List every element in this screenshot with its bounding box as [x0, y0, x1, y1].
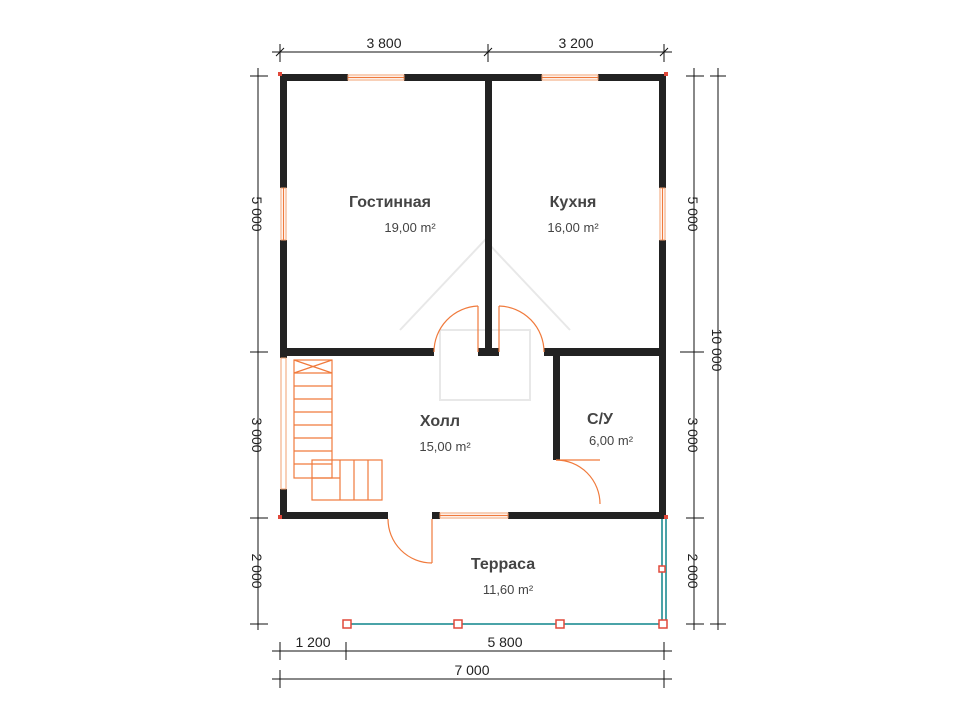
- room-hall-area: 15,00 m²: [419, 439, 471, 454]
- dimension-lines: [250, 44, 726, 688]
- dim-top-right: 3 200: [558, 35, 593, 51]
- room-kitchen-name: Кухня: [550, 194, 597, 211]
- staircase: [293, 359, 383, 501]
- dim-right-middle: 3 000: [685, 417, 701, 452]
- dim-right-total: 10 000: [709, 329, 725, 372]
- room-bath-name: С/У: [587, 411, 614, 428]
- corner-markers: [278, 72, 668, 519]
- dim-right-lower: 2 000: [685, 553, 701, 588]
- dim-bottom-total: 7 000: [454, 662, 489, 678]
- walls: [280, 74, 666, 519]
- dim-left-middle: 3 000: [249, 417, 265, 452]
- dim-left-upper: 5 000: [249, 196, 265, 231]
- room-kitchen-area: 16,00 m²: [547, 220, 599, 235]
- windows: [280, 74, 666, 519]
- room-terrace-area: 11,60 m²: [483, 582, 534, 597]
- dim-top-left: 3 800: [366, 35, 401, 51]
- room-terrace-name: Терраса: [471, 556, 535, 573]
- dim-left-lower: 2 000: [249, 553, 265, 588]
- dim-bottom-left: 1 200: [295, 634, 330, 650]
- room-bath-area: 6,00 m²: [589, 433, 634, 448]
- room-living-area: 19,00 m²: [384, 220, 436, 235]
- room-hall-name: Холл: [420, 413, 460, 430]
- dim-bottom-right: 5 800: [487, 634, 522, 650]
- room-living-name: Гостинная: [349, 194, 431, 211]
- dim-right-upper: 5 000: [685, 196, 701, 231]
- terrace-railing: [342, 519, 668, 629]
- doors: [387, 305, 601, 564]
